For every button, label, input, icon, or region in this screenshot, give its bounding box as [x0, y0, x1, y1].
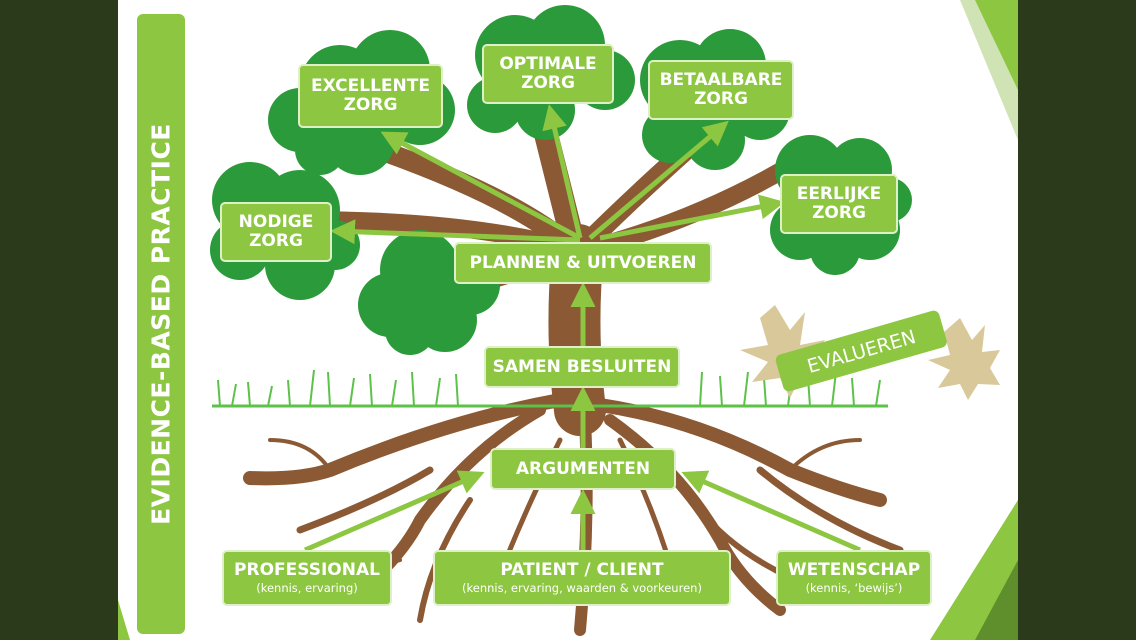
- goal-line1: OPTIMALE: [499, 54, 597, 75]
- goal-line1: BETAALBARE: [659, 70, 783, 91]
- goal-line1: EXCELLENTE: [311, 76, 430, 97]
- goal-line2: ZORG: [343, 95, 398, 115]
- arrow-to-excellente: [380, 131, 582, 241]
- slide-corner-decoration: [118, 0, 1018, 640]
- goal-line2: ZORG: [694, 89, 748, 109]
- goal-nodige-zorg: NODIGE ZORG: [220, 202, 332, 262]
- step-label: SAMEN BESLUITEN: [492, 356, 672, 377]
- step-label: ARGUMENTEN: [515, 458, 651, 479]
- goal-betaalbare-zorg: BETAALBARE ZORG: [648, 60, 794, 120]
- source-subtitle: (kennis, ervaring, waarden & voorkeuren): [462, 581, 702, 596]
- step-plannen-uitvoeren: PLANNEN & UITVOEREN: [454, 242, 712, 284]
- arrow-to-nodige: [330, 219, 581, 245]
- arrow-wetenschap-to-argumenten: [681, 470, 862, 553]
- source-subtitle: (kennis, ‘bewijs’): [805, 581, 903, 596]
- source-subtitle: (kennis, ervaring): [256, 581, 358, 596]
- arrow-to-eerlijke: [599, 194, 785, 241]
- goal-eerlijke-zorg: EERLIJKE ZORG: [780, 174, 898, 234]
- source-wetenschap: WETENSCHAP (kennis, ‘bewijs’): [776, 550, 932, 606]
- arrow-to-optimale: [542, 104, 583, 239]
- goal-line1: EERLIJKE: [796, 184, 882, 205]
- goal-line2: ZORG: [812, 203, 866, 223]
- goal-excellente-zorg: EXCELLENTE ZORG: [298, 64, 443, 128]
- flow-arrows: [304, 104, 862, 553]
- source-patient-client: PATIENT / CLIENT (kennis, ervaring, waar…: [433, 550, 731, 606]
- arrow-to-betaalbare: [588, 120, 729, 240]
- step-argumenten: ARGUMENTEN: [490, 448, 676, 490]
- side-title: EVIDENCE-BASED PRACTICE: [146, 123, 176, 525]
- arrow-professional-to-argumenten: [304, 470, 485, 553]
- goal-line2: ZORG: [521, 73, 575, 93]
- side-title-band: [137, 14, 185, 634]
- grass: [212, 369, 888, 408]
- step-samen-besluiten: SAMEN BESLUITEN: [484, 346, 680, 388]
- step-label: PLANNEN & UITVOEREN: [469, 252, 697, 273]
- goal-optimale-zorg: OPTIMALE ZORG: [482, 44, 614, 104]
- source-title: PROFESSIONAL: [234, 560, 380, 581]
- goal-line2: ZORG: [249, 231, 303, 251]
- source-title: PATIENT / CLIENT: [500, 560, 664, 581]
- source-title: WETENSCHAP: [787, 560, 921, 581]
- source-professional: PROFESSIONAL (kennis, ervaring): [222, 550, 392, 606]
- goal-line1: NODIGE: [238, 212, 314, 233]
